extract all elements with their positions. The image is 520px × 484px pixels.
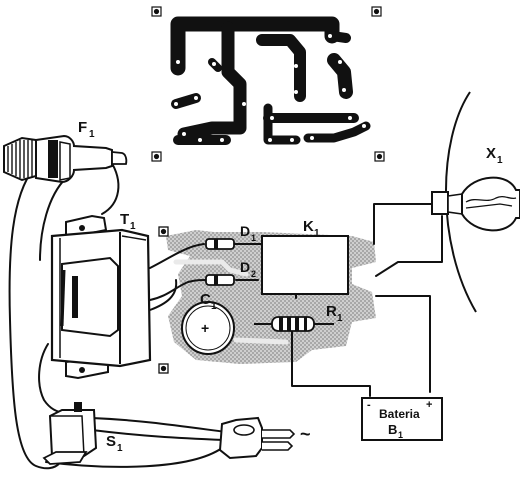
wire-switch-to-plug-1 <box>91 417 227 433</box>
resistor-label: R <box>326 303 337 320</box>
battery-minus: - <box>367 399 371 411</box>
battery-word: Bateria <box>379 407 420 421</box>
resistor-label-subscript: 1 <box>337 313 343 324</box>
switch-label-subscript: 1 <box>117 443 123 454</box>
wire-fuse-to-transformer <box>101 159 120 215</box>
wire-switch-to-plug-2 <box>91 429 225 441</box>
diode1-label: D <box>240 223 250 239</box>
wires <box>8 159 443 470</box>
transformer: T 1 <box>50 211 152 380</box>
capacitor: + C 1 <box>181 291 235 355</box>
diode-d1: D 1 <box>205 223 256 250</box>
diode-d2: D 2 <box>205 259 256 286</box>
capacitor-label-subscript: 1 <box>211 301 217 312</box>
lamp-label: X <box>486 145 496 162</box>
wire-relay-to-lamp-1 <box>373 203 435 245</box>
switch: S 1 <box>42 402 123 465</box>
relay-label-subscript: 1 <box>314 228 320 239</box>
pcb-corner-marks <box>151 6 385 162</box>
battery-label: B <box>388 422 397 437</box>
relay: K 1 <box>261 218 349 295</box>
resistor: R 1 <box>254 303 343 332</box>
relay-label: K <box>303 218 314 235</box>
wire-fuse-to-switch <box>8 167 65 470</box>
wire-to-battery-minus <box>291 329 371 397</box>
pcb-pads <box>174 34 366 142</box>
pcb-traces <box>170 16 371 145</box>
board-mount-holes <box>158 226 169 374</box>
transformer-label-subscript: 1 <box>130 221 136 232</box>
capacitor-label: C <box>200 291 211 308</box>
switch-label: S <box>106 433 116 450</box>
battery-label-subscript: 1 <box>398 430 403 440</box>
wire-transformer-to-d1 <box>149 243 205 269</box>
diode1-label-subscript: 1 <box>251 233 256 243</box>
battery-plus: + <box>426 399 432 411</box>
battery: - + Bateria B 1 <box>361 397 443 441</box>
pcb-layout <box>151 6 385 162</box>
diode2-label: D <box>240 259 250 275</box>
fuse-label-subscript: 1 <box>89 129 95 140</box>
wire-fuse-lead <box>39 177 67 261</box>
lamp-label-subscript: 1 <box>497 155 503 166</box>
wire-transformer-center <box>149 279 178 311</box>
diode2-label-subscript: 2 <box>251 269 256 279</box>
ac-symbol: ~ <box>300 424 311 444</box>
wire-relay-to-lamp-2 <box>375 215 443 277</box>
fuse-holder: F 1 <box>3 119 128 184</box>
capacitor-polarity: + <box>201 320 209 336</box>
lamp: X 1 <box>431 91 520 313</box>
wire-relay-to-battery-plus <box>375 295 431 393</box>
transformer-label: T <box>120 211 129 228</box>
fuse-label: F <box>78 119 87 136</box>
wire-transformer-to-d2 <box>149 279 207 301</box>
wire-plug-long <box>45 447 223 468</box>
ac-plug: ~ <box>218 416 311 460</box>
